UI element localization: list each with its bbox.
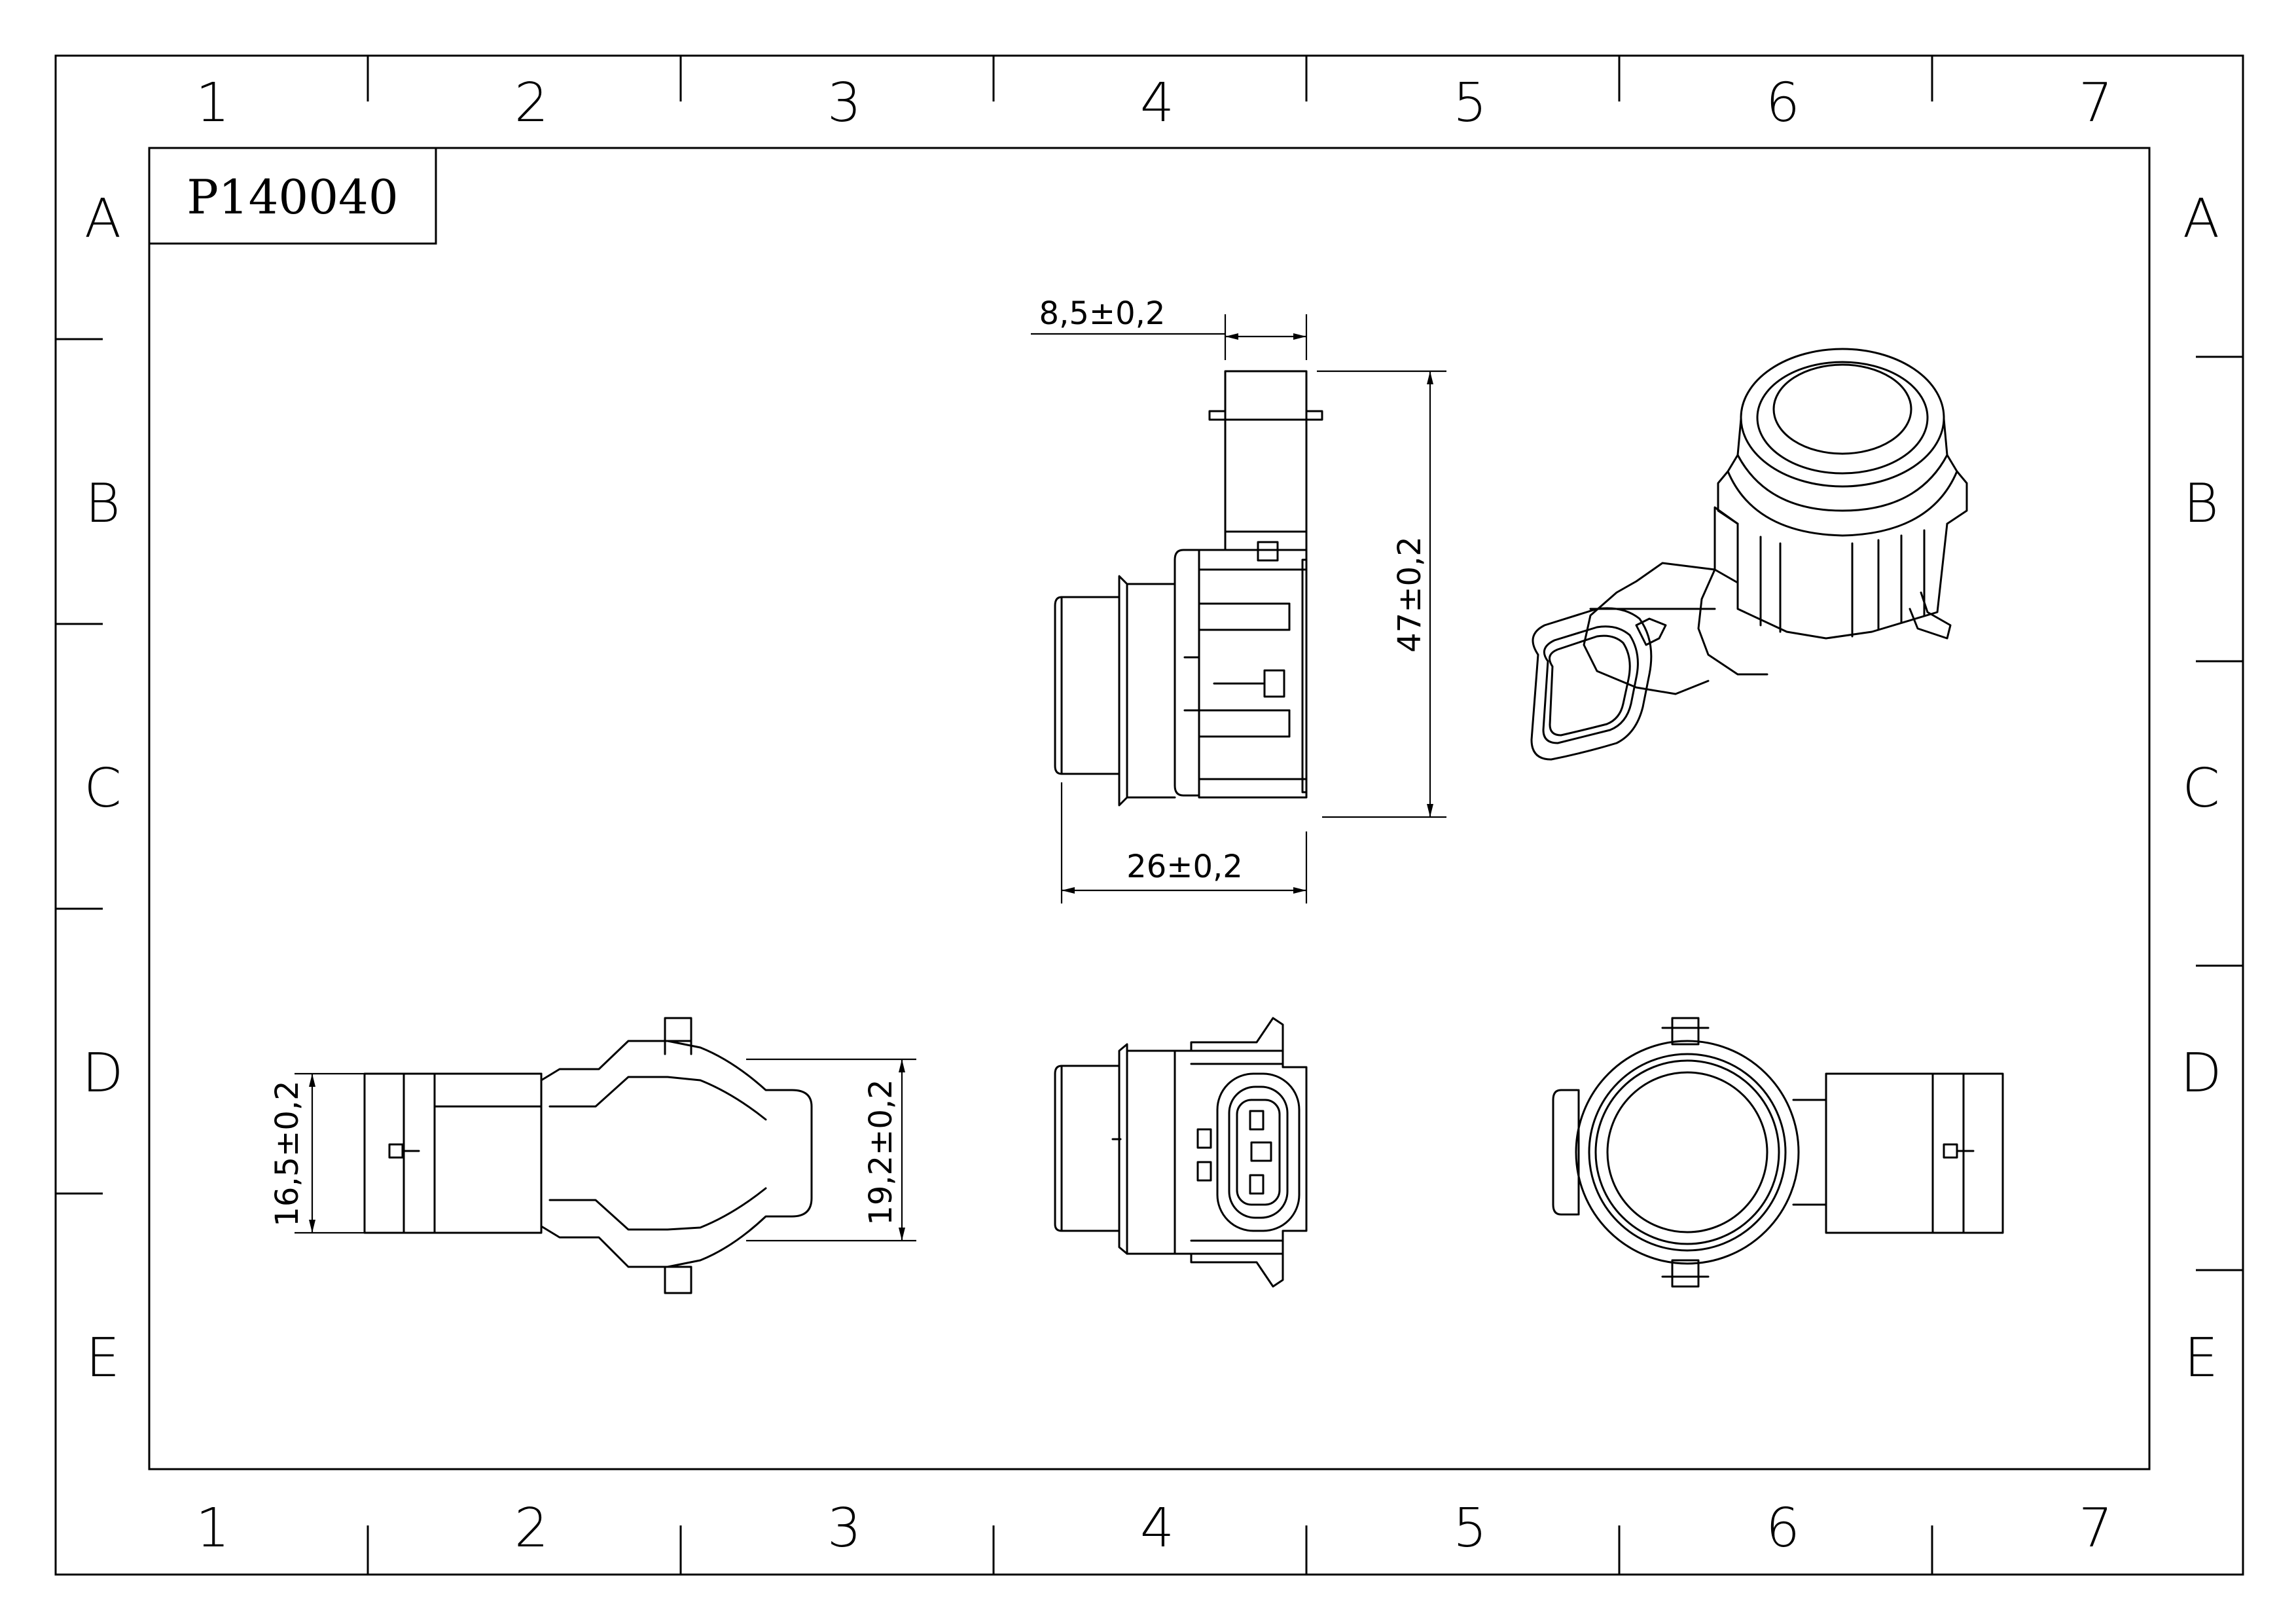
top-view [363, 1017, 813, 1294]
column-label: 1 [196, 72, 230, 134]
dimension-connector-width: 8,5±0,2 [1031, 295, 1308, 360]
column-label: 3 [827, 1497, 861, 1559]
column-label: 2 [514, 72, 548, 134]
row-label: A [84, 188, 121, 250]
column-label: 5 [1453, 72, 1487, 134]
column-label: 2 [514, 1497, 548, 1559]
bottom-view [1552, 1017, 2004, 1288]
dimension-head-width: 19,2±0,2 [746, 1058, 916, 1242]
row-label: B [2183, 473, 2219, 535]
column-label: 5 [1453, 1497, 1487, 1559]
dimension-overall-height: 47±0,2 [1317, 370, 1446, 818]
side-connector-view [1054, 1017, 1308, 1288]
inner-frame [148, 147, 2151, 1470]
row-labels-left: A B C D E [82, 188, 123, 1389]
front-view [1054, 370, 1323, 807]
row-zone-ticks [56, 338, 2243, 1271]
column-label: 6 [1766, 1497, 1800, 1559]
outer-frame [54, 54, 2244, 1576]
row-label: C [84, 757, 121, 820]
dimension-connector-height: 16,5±0,2 [269, 1072, 365, 1234]
column-labels-top: 1 2 3 4 5 6 7 [196, 72, 2113, 134]
column-zone-ticks [367, 56, 1933, 1575]
row-label: C [2182, 757, 2219, 820]
column-labels-bottom: 1 2 3 4 5 6 7 [196, 1497, 2113, 1559]
dimension-label: 8,5±0,2 [1039, 295, 1166, 332]
row-label: D [2180, 1042, 2221, 1104]
part-number: P140040 [187, 170, 398, 225]
column-label: 6 [1766, 72, 1800, 134]
dimension-label: 26±0,2 [1126, 848, 1243, 885]
isometric-view [1530, 348, 1968, 761]
dimension-label: 47±0,2 [1391, 536, 1428, 653]
row-label: A [2183, 188, 2219, 250]
row-label: E [86, 1327, 120, 1389]
column-label: 7 [2079, 1497, 2113, 1559]
row-label: D [82, 1042, 123, 1104]
row-labels-right: A B C D E [2180, 188, 2221, 1389]
row-label: E [2184, 1327, 2218, 1389]
column-label: 3 [827, 72, 861, 134]
part-number-box [148, 147, 437, 245]
column-label: 4 [1140, 72, 1174, 134]
column-label: 4 [1140, 1497, 1174, 1559]
dimension-label: 19,2±0,2 [863, 1079, 899, 1225]
dimension-body-depth: 26±0,2 [1060, 782, 1308, 903]
column-label: 1 [196, 1497, 230, 1559]
column-label: 7 [2079, 72, 2113, 134]
row-label: B [85, 473, 120, 535]
dimension-label: 16,5±0,2 [269, 1080, 306, 1226]
